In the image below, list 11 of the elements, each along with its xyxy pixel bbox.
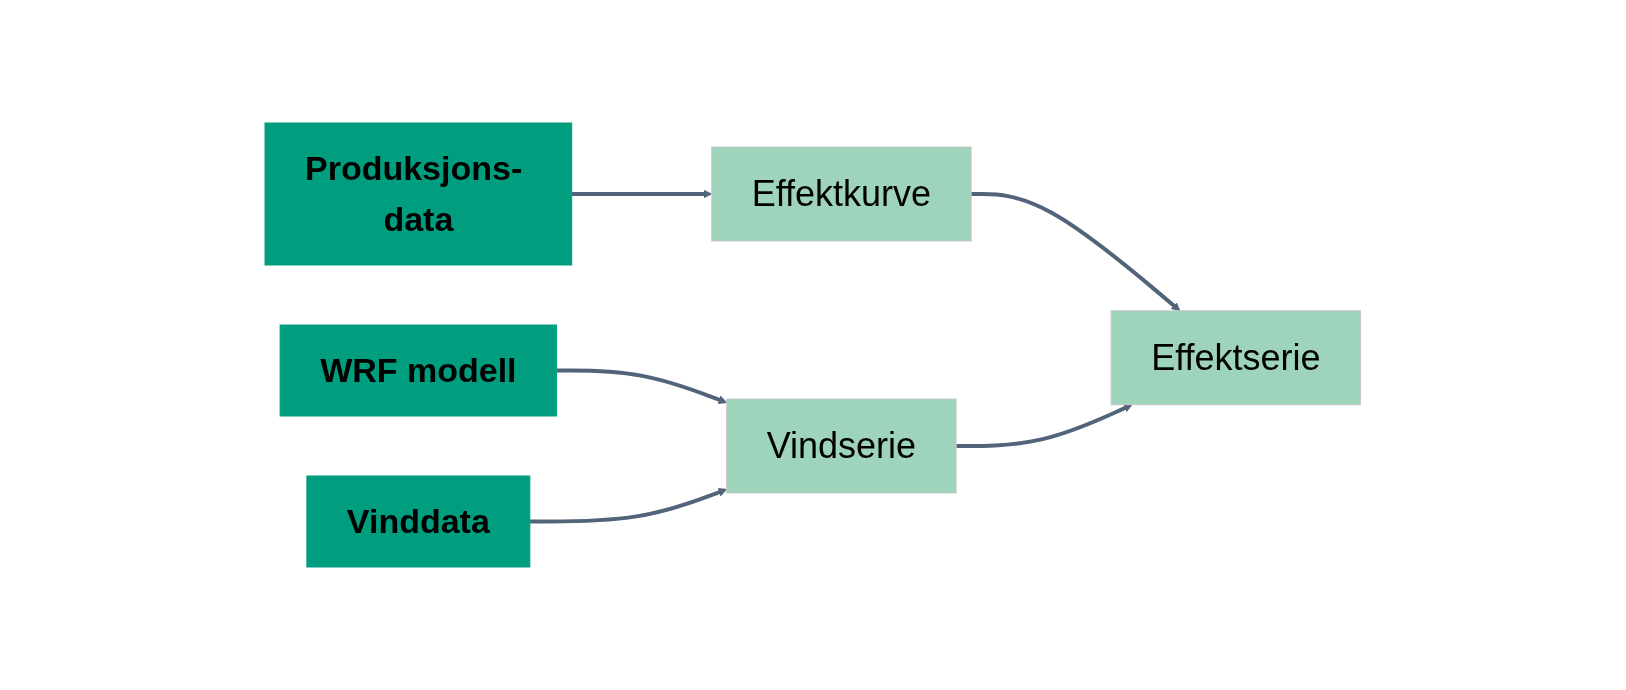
node-box: WRF modell — [279, 324, 558, 417]
node-box: Produksjons- data — [264, 122, 573, 266]
arrow — [956, 404, 1133, 448]
node-box: Vinddata — [306, 475, 531, 568]
node-box: Effektkurve — [711, 146, 972, 242]
arrow — [530, 488, 728, 524]
node-box: Vindserie — [726, 398, 957, 494]
arrow — [971, 192, 1181, 312]
arrow — [556, 368, 728, 404]
node-box: Effektserie — [1110, 310, 1362, 406]
arrow — [571, 189, 713, 199]
